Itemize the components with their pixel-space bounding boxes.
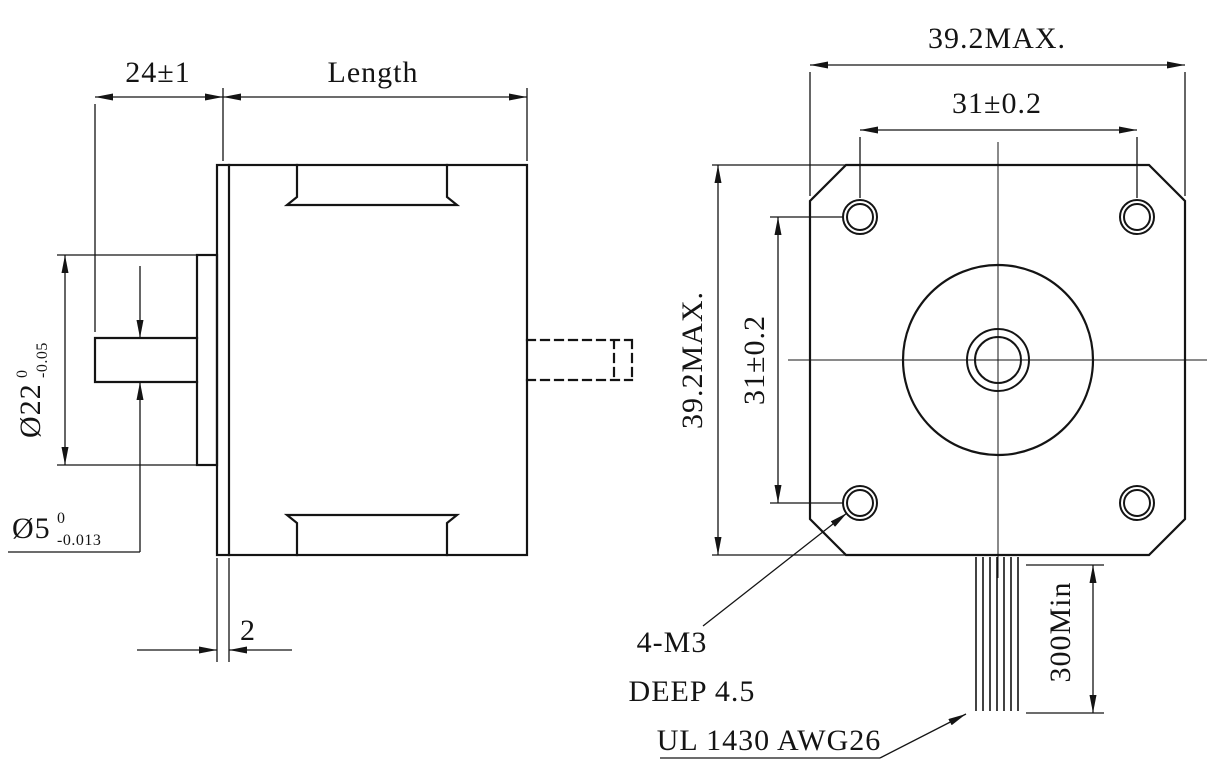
dim-boss-depth: 2 [137,558,292,662]
face-outline [808,163,1187,557]
hole-outer [842,199,878,235]
motor-body-outline [215,163,529,557]
hole-outer [1119,199,1155,235]
dim-wire-length: 300Min [1026,564,1104,714]
dim-width-label: 39.2MAX. [928,22,1066,55]
front-view [788,142,1207,711]
centerlines [788,142,1207,578]
side-view [93,163,634,557]
dim-hole-spacing-h-label: 31±0.2 [952,87,1042,120]
hole-inner [846,203,874,231]
lead-wires [975,557,1019,711]
callout-wire-spec: UL 1430 AWG26 [657,713,967,759]
hole-outer [1119,485,1155,521]
shaft-circle-inner [974,336,1022,384]
dim-pilot-diameter-tol-upper: 0 [14,370,31,379]
pilot-boss [195,253,219,467]
leader-arrow [702,512,848,627]
dim-height-label: 39.2MAX. [676,291,709,429]
hole-inner [846,489,874,517]
dim-boss-depth-label: 2 [240,614,256,647]
dim-shaft-diameter-label: Ø5 [12,512,51,545]
dim-body-length: Length [223,56,528,161]
dim-pilot-diameter: Ø22 0 -0.05 [14,254,197,466]
dim-hole-spacing-v-label: 31±0.2 [738,315,771,405]
shaft-circle-outer [966,328,1030,392]
dim-shaft-length-label: 24±1 [125,56,190,89]
callout-mounting-holes: 4-M3 DEEP 4.5 [629,512,848,708]
rear-shaft-hidden [525,338,634,382]
hole-inner [1123,489,1151,517]
dim-pilot-diameter-label: Ø22 [14,383,47,438]
callout-hole-depth-label: DEEP 4.5 [629,675,756,708]
leader-arrow [879,713,967,759]
mounting-hole-top-right [1119,199,1155,235]
front-shaft [93,336,199,384]
dim-height: 39.2MAX. [676,164,846,556]
dim-body-length-label: Length [328,56,419,89]
mounting-hole-top-left [842,199,878,235]
hole-outer [842,485,878,521]
dim-hole-spacing-v: 31±0.2 [738,216,843,504]
dim-pilot-diameter-tol-lower: -0.05 [34,342,51,378]
callout-wire-spec-label: UL 1430 AWG26 [657,724,881,757]
dim-shaft-diameter-tol-lower: -0.013 [57,532,101,549]
chamfer-silhouette-bottom [283,513,461,557]
pilot-circle [901,263,1095,457]
mounting-hole-bottom-left [842,485,878,521]
dim-shaft-length: 24±1 [94,56,224,332]
callout-mounting-holes-label: 4-M3 [637,626,708,659]
mounting-hole-bottom-right [1119,485,1155,521]
hole-inner [1123,203,1151,231]
dim-shaft-diameter: Ø5 0 -0.013 [8,266,144,553]
dim-wire-length-label: 300Min [1044,581,1077,682]
chamfer-silhouette-top [283,163,461,207]
dim-hole-spacing-h: 31±0.2 [859,87,1138,198]
dim-width: 39.2MAX. [809,22,1186,196]
dim-shaft-diameter-tol-upper: 0 [57,510,66,527]
